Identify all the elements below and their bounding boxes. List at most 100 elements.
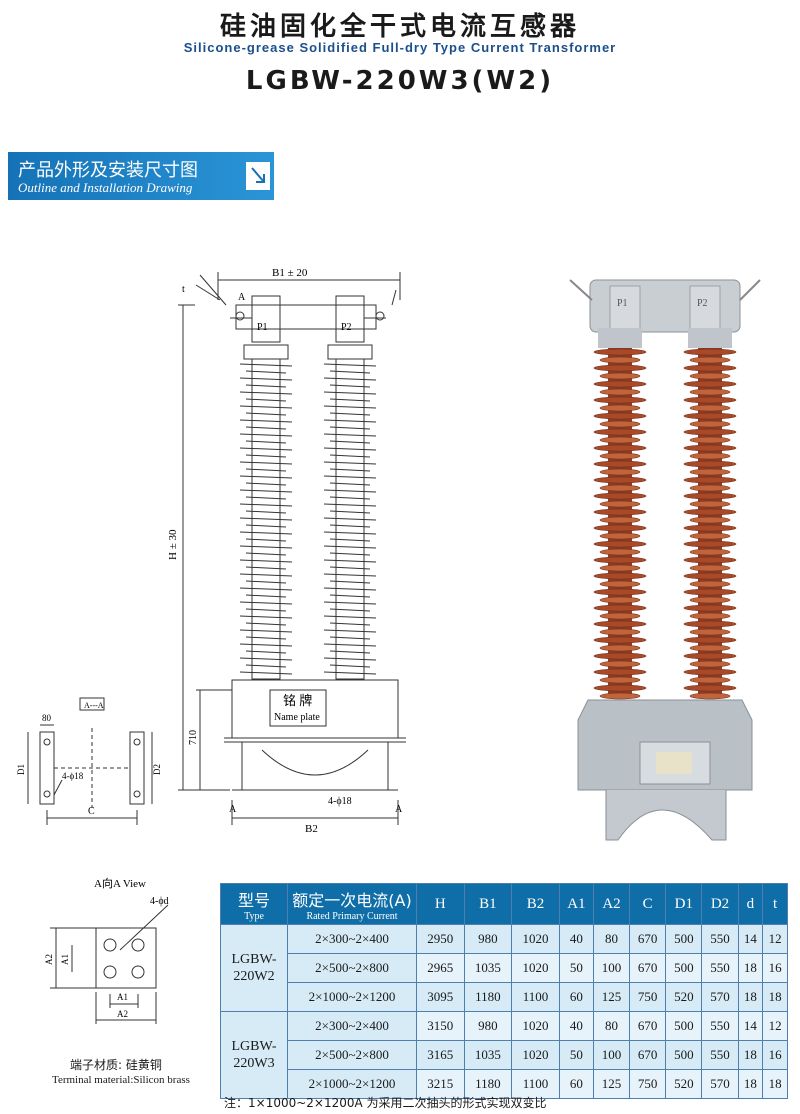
photo-shed [689, 660, 731, 668]
insulator-shed [239, 433, 293, 437]
insulator-shed [239, 503, 293, 507]
value-cell: 2965 [416, 953, 465, 983]
photo-shed [593, 620, 647, 628]
value-cell: 40 [558, 924, 594, 954]
value-cell: 125 [592, 1069, 631, 1099]
insulator-shed [323, 447, 377, 451]
insulator-shed [245, 482, 287, 486]
photo-shed [689, 372, 731, 380]
value-cell: 670 [629, 1040, 667, 1070]
insulator-shed [323, 657, 377, 661]
insulator-shed [323, 531, 377, 535]
value-cell: 18 [737, 1040, 764, 1070]
photo-shed [593, 604, 647, 612]
photo-shed [689, 676, 731, 684]
insulator-shed [329, 664, 371, 668]
insulator-shed [245, 636, 287, 640]
photo-shed [593, 412, 647, 420]
value-cell: 500 [665, 1040, 703, 1070]
insulator-shed [323, 545, 377, 549]
insulator-shed [245, 426, 287, 430]
table-header-row: 型号 Type 额定一次电流(A) Rated Primary Current … [220, 883, 788, 925]
insulator-shed [239, 601, 293, 605]
value-cell: 670 [629, 953, 667, 983]
insulator-shed [323, 377, 377, 381]
insulator-shed [245, 440, 287, 444]
label-p2: P2 [341, 322, 352, 333]
title-chinese: 硅油固化全干式电流互感器 [219, 12, 580, 42]
photo-shed [683, 348, 737, 356]
photo-shed [689, 436, 731, 444]
photo-shed [689, 420, 731, 428]
value-cell: 40 [558, 1011, 594, 1041]
insulator-shed [239, 657, 293, 661]
value-cell: 80 [592, 1011, 631, 1041]
value-cell: 50 [558, 953, 594, 983]
photo-shed [593, 684, 647, 692]
value-cell: 500 [665, 1011, 703, 1041]
insulator-shed [329, 454, 371, 458]
value-cell: 14 [737, 924, 764, 954]
value-cell: 16 [762, 953, 788, 983]
insulator-shed [329, 426, 371, 430]
photo-shed [593, 396, 647, 404]
photo-shed [599, 356, 641, 364]
type-cell: LGBW-220W3 [220, 1011, 288, 1099]
insulator-shed [239, 461, 293, 465]
insulator-shed [329, 496, 371, 500]
arrow-icon [251, 167, 265, 183]
photo-label-p1: P1 [617, 298, 628, 309]
photo-label-p2: P2 [697, 298, 708, 309]
header-d: d [737, 883, 764, 925]
value-cell: 980 [463, 924, 513, 954]
insulator-shed [323, 629, 377, 633]
insulator-shed [245, 650, 287, 654]
header-d2: D2 [701, 883, 739, 925]
photo-shed [599, 436, 641, 444]
insulator-shed [329, 524, 371, 528]
photo-shed [683, 364, 737, 372]
photo-shed [593, 572, 647, 580]
photo-shed [689, 532, 731, 540]
terminal-material-cn: 端子材质: 硅黄铜 [70, 1058, 162, 1072]
insulator-shed [245, 468, 287, 472]
label-a-right: A [395, 804, 403, 815]
value-cell: 670 [629, 924, 667, 954]
insulator-shed [239, 447, 293, 451]
value-cell: 980 [463, 1011, 513, 1041]
insulator-shed [323, 433, 377, 437]
photo-shed [683, 668, 737, 676]
photo-shed [593, 380, 647, 388]
photo-shed [599, 628, 641, 636]
value-cell: 60 [558, 1069, 594, 1099]
insulator-shed [323, 573, 377, 577]
header-t: t [762, 883, 788, 925]
insulator-shed [245, 496, 287, 500]
photo-shed [599, 532, 641, 540]
photo-shed [599, 372, 641, 380]
insulator-shed [245, 608, 287, 612]
insulator-shed [329, 384, 371, 388]
photo-shed [599, 692, 641, 700]
header-d1: D1 [665, 883, 703, 925]
value-cell: 60 [558, 982, 594, 1012]
value-cell: 670 [629, 1011, 667, 1041]
insulator-shed [329, 370, 371, 374]
photo-shed [689, 356, 731, 364]
dim-a1-horizontal: A1 [117, 992, 128, 1002]
label-a-top: A [238, 292, 246, 303]
value-cell: 50 [558, 1040, 594, 1070]
header-b2: B2 [511, 883, 560, 925]
photo-shed [599, 676, 641, 684]
insulator-shed [329, 594, 371, 598]
photo-shed [683, 412, 737, 420]
value-cell: 80 [592, 924, 631, 954]
terminal-view [50, 904, 169, 1024]
insulator-shed [239, 643, 293, 647]
photo-shed [683, 524, 737, 532]
label-a-left: A [229, 804, 237, 815]
photo-shed [593, 556, 647, 564]
insulator-shed [329, 398, 371, 402]
insulator-shed [323, 587, 377, 591]
